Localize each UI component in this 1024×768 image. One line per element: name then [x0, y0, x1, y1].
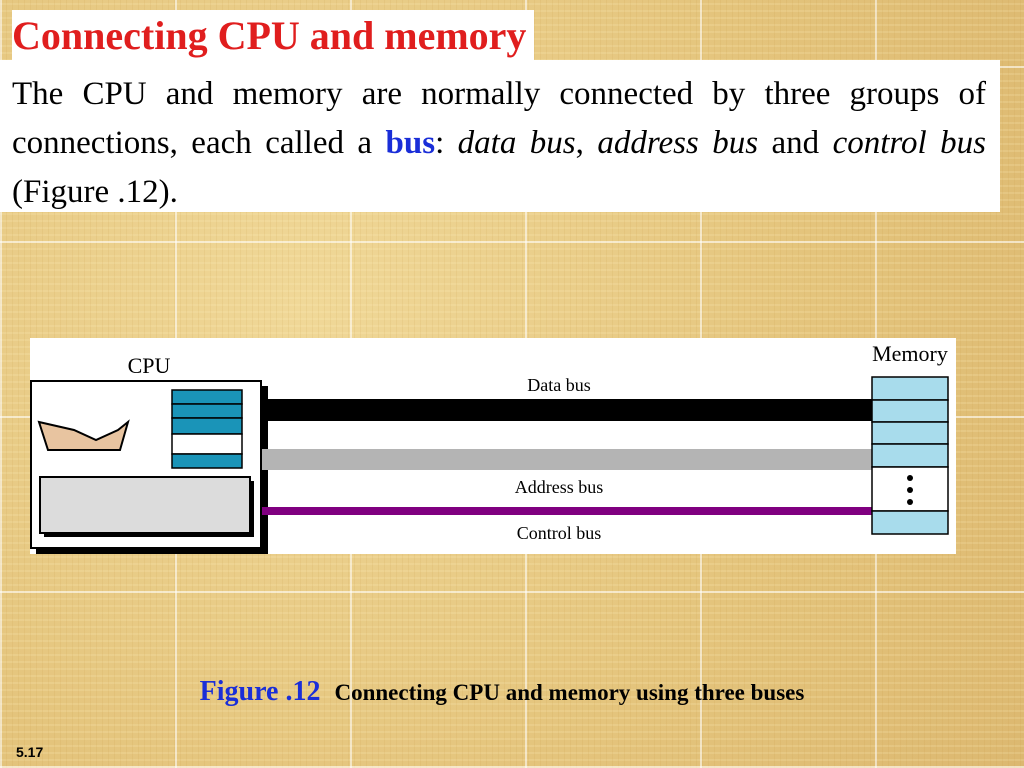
memory-cell	[871, 510, 949, 535]
body-paragraph: The CPU and memory are normally connecte…	[12, 70, 986, 217]
data-bus-line	[262, 399, 874, 421]
body-text-part4: (Figure .12).	[12, 174, 178, 210]
address-bus-term: address bus	[597, 125, 759, 161]
body-text-part1: The CPU and memory are normally connecte…	[12, 76, 986, 161]
ellipsis-dot	[907, 475, 913, 481]
ellipsis-dot	[907, 499, 913, 505]
alu-shape	[37, 419, 130, 451]
address-bus-label: Address bus	[515, 477, 604, 497]
memory-cell	[871, 376, 949, 401]
caption-label: Figure .12	[199, 676, 321, 707]
body-text-sep1: ,	[575, 125, 598, 161]
control-bus-line	[262, 507, 874, 515]
address-bus-line	[262, 449, 874, 470]
slide-title: Connecting CPU and memory	[12, 10, 535, 62]
register-stack	[171, 389, 243, 469]
figure-caption: Figure .12 Connecting CPU and memory usi…	[0, 676, 1004, 708]
bus-keyword: bus	[385, 125, 436, 161]
memory-label: Memory	[872, 341, 948, 366]
memory-cell	[871, 421, 949, 445]
register	[171, 389, 243, 405]
caption-text: Connecting CPU and memory using three bu…	[334, 680, 805, 705]
ellipsis-dot	[907, 487, 913, 493]
register	[171, 453, 243, 469]
slide-number: 5.17	[16, 744, 44, 760]
register	[171, 417, 243, 435]
data-bus-term: data bus	[457, 125, 576, 161]
body-text-part2: :	[435, 125, 458, 161]
register	[171, 433, 243, 455]
memory-cell	[871, 443, 949, 468]
body-text-part3: and	[758, 125, 833, 161]
control-unit	[39, 476, 251, 534]
memory-block	[871, 376, 949, 535]
cpu-label: CPU	[128, 353, 171, 378]
memory-cell	[871, 399, 949, 423]
text-box: The CPU and memory are normally connecte…	[0, 60, 1000, 212]
register	[171, 403, 243, 419]
control-bus-term: control bus	[832, 125, 986, 161]
data-bus-label: Data bus	[527, 375, 590, 395]
control-bus-label: Control bus	[517, 523, 602, 543]
cpu-memory-diagram: CPU Data bus Address bus Control bus Mem…	[30, 338, 956, 554]
